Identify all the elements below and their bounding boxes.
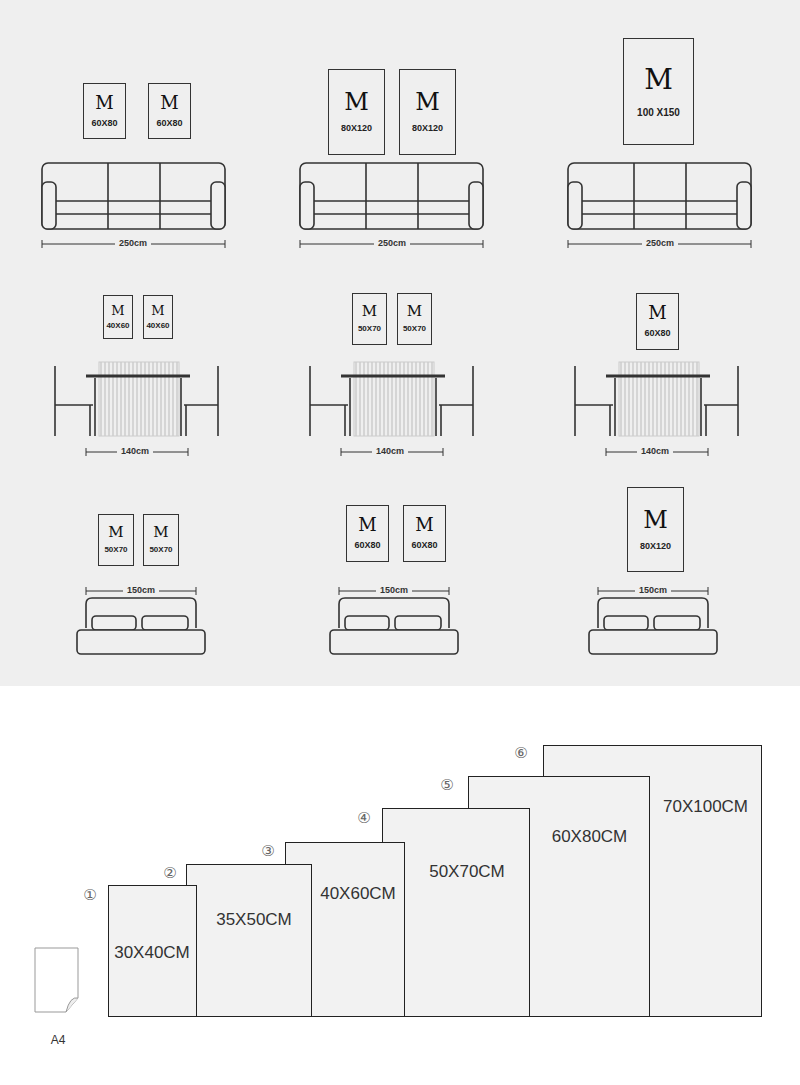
frame-letter: M	[648, 304, 666, 322]
size-label: 50X70	[358, 325, 381, 334]
frame-letter: M	[151, 304, 164, 317]
size-label: 60X80	[91, 119, 117, 129]
picture-frame: M 80X120	[399, 69, 456, 155]
size-label: 70X100CM	[663, 797, 748, 817]
picture-frame: M 80X120	[627, 487, 684, 572]
dimension-label: 250cm	[115, 239, 151, 249]
size-step-box: 30X40CM	[108, 885, 197, 1017]
dimension-label: 150cm	[123, 586, 159, 596]
a4-sheet-icon	[35, 948, 78, 1012]
callout-number: ⑤	[440, 777, 453, 794]
callout-number: ①	[83, 887, 96, 904]
size-label: 50X70	[403, 325, 426, 334]
frame-letter: M	[108, 525, 123, 540]
dimension-label: 250cm	[374, 239, 410, 249]
frame-letter: M	[643, 508, 668, 532]
frame-letter: M	[407, 304, 422, 319]
picture-frame: M 100 X150	[623, 38, 694, 145]
picture-frame: M 60X80	[636, 293, 679, 350]
size-label: 80X120	[412, 124, 443, 134]
sofa	[568, 163, 751, 248]
size-label: 50X70	[104, 546, 127, 555]
frame-letter: M	[344, 90, 369, 114]
frame-letter: M	[160, 94, 178, 112]
size-label: 50X70CM	[429, 862, 505, 882]
callout-number: ④	[357, 810, 370, 827]
picture-frame: M 50X70	[352, 293, 387, 345]
size-label: 40X60	[146, 322, 169, 331]
picture-frame: M 40X60	[103, 295, 133, 339]
callout-number: ③	[261, 843, 274, 860]
dimension-label: 150cm	[635, 586, 671, 596]
dimension-label: 140cm	[637, 447, 673, 457]
picture-frame: M 60X80	[403, 505, 446, 562]
size-label: 80X120	[640, 542, 671, 552]
sofa	[300, 163, 483, 248]
size-label: 60X80	[644, 329, 670, 339]
size-label: 100 X150	[637, 107, 680, 118]
size-label: 50X70	[149, 546, 172, 555]
dimension-label: 250cm	[642, 239, 678, 249]
size-label: 80X120	[341, 124, 372, 134]
picture-frame: M 50X70	[98, 514, 134, 566]
size-label: 40X60	[106, 322, 129, 331]
size-label: 60X80	[156, 119, 182, 129]
picture-frame: M 60X80	[346, 505, 389, 562]
bed	[77, 587, 205, 654]
dining-set	[55, 362, 218, 456]
dimension-label: 140cm	[117, 447, 153, 457]
bed	[589, 587, 717, 654]
size-label: 40X60CM	[320, 884, 396, 904]
dimension-label: 150cm	[376, 586, 412, 596]
frame-letter: M	[95, 94, 113, 112]
callout-number: ②	[163, 865, 176, 882]
picture-frame: M 50X70	[143, 514, 179, 566]
size-label: 60X80	[411, 541, 437, 551]
frame-letter: M	[153, 525, 168, 540]
picture-frame: M 40X60	[143, 295, 173, 339]
frame-letter: M	[644, 66, 673, 94]
size-label: 35X50CM	[216, 910, 292, 930]
sheet-label: A4	[51, 1034, 66, 1047]
picture-frame: M 80X120	[328, 69, 385, 155]
size-label: 60X80CM	[552, 827, 628, 847]
bed	[330, 587, 458, 654]
frame-letter: M	[111, 304, 124, 317]
dining-set	[310, 362, 473, 456]
size-label: 30X40CM	[114, 943, 190, 963]
dining-set	[575, 362, 738, 456]
size-step-box: 35X50CM	[186, 864, 312, 1017]
frame-letter: M	[415, 516, 433, 534]
frame-letter: M	[415, 90, 440, 114]
dimension-label: 140cm	[372, 447, 408, 457]
sofa	[42, 163, 225, 248]
picture-frame: M 60X80	[83, 83, 126, 139]
size-label: 60X80	[354, 541, 380, 551]
picture-frame: M 60X80	[148, 83, 191, 139]
frame-letter: M	[358, 516, 376, 534]
callout-number: ⑥	[514, 745, 527, 762]
picture-frame: M 50X70	[397, 293, 432, 345]
frame-letter: M	[362, 304, 377, 319]
